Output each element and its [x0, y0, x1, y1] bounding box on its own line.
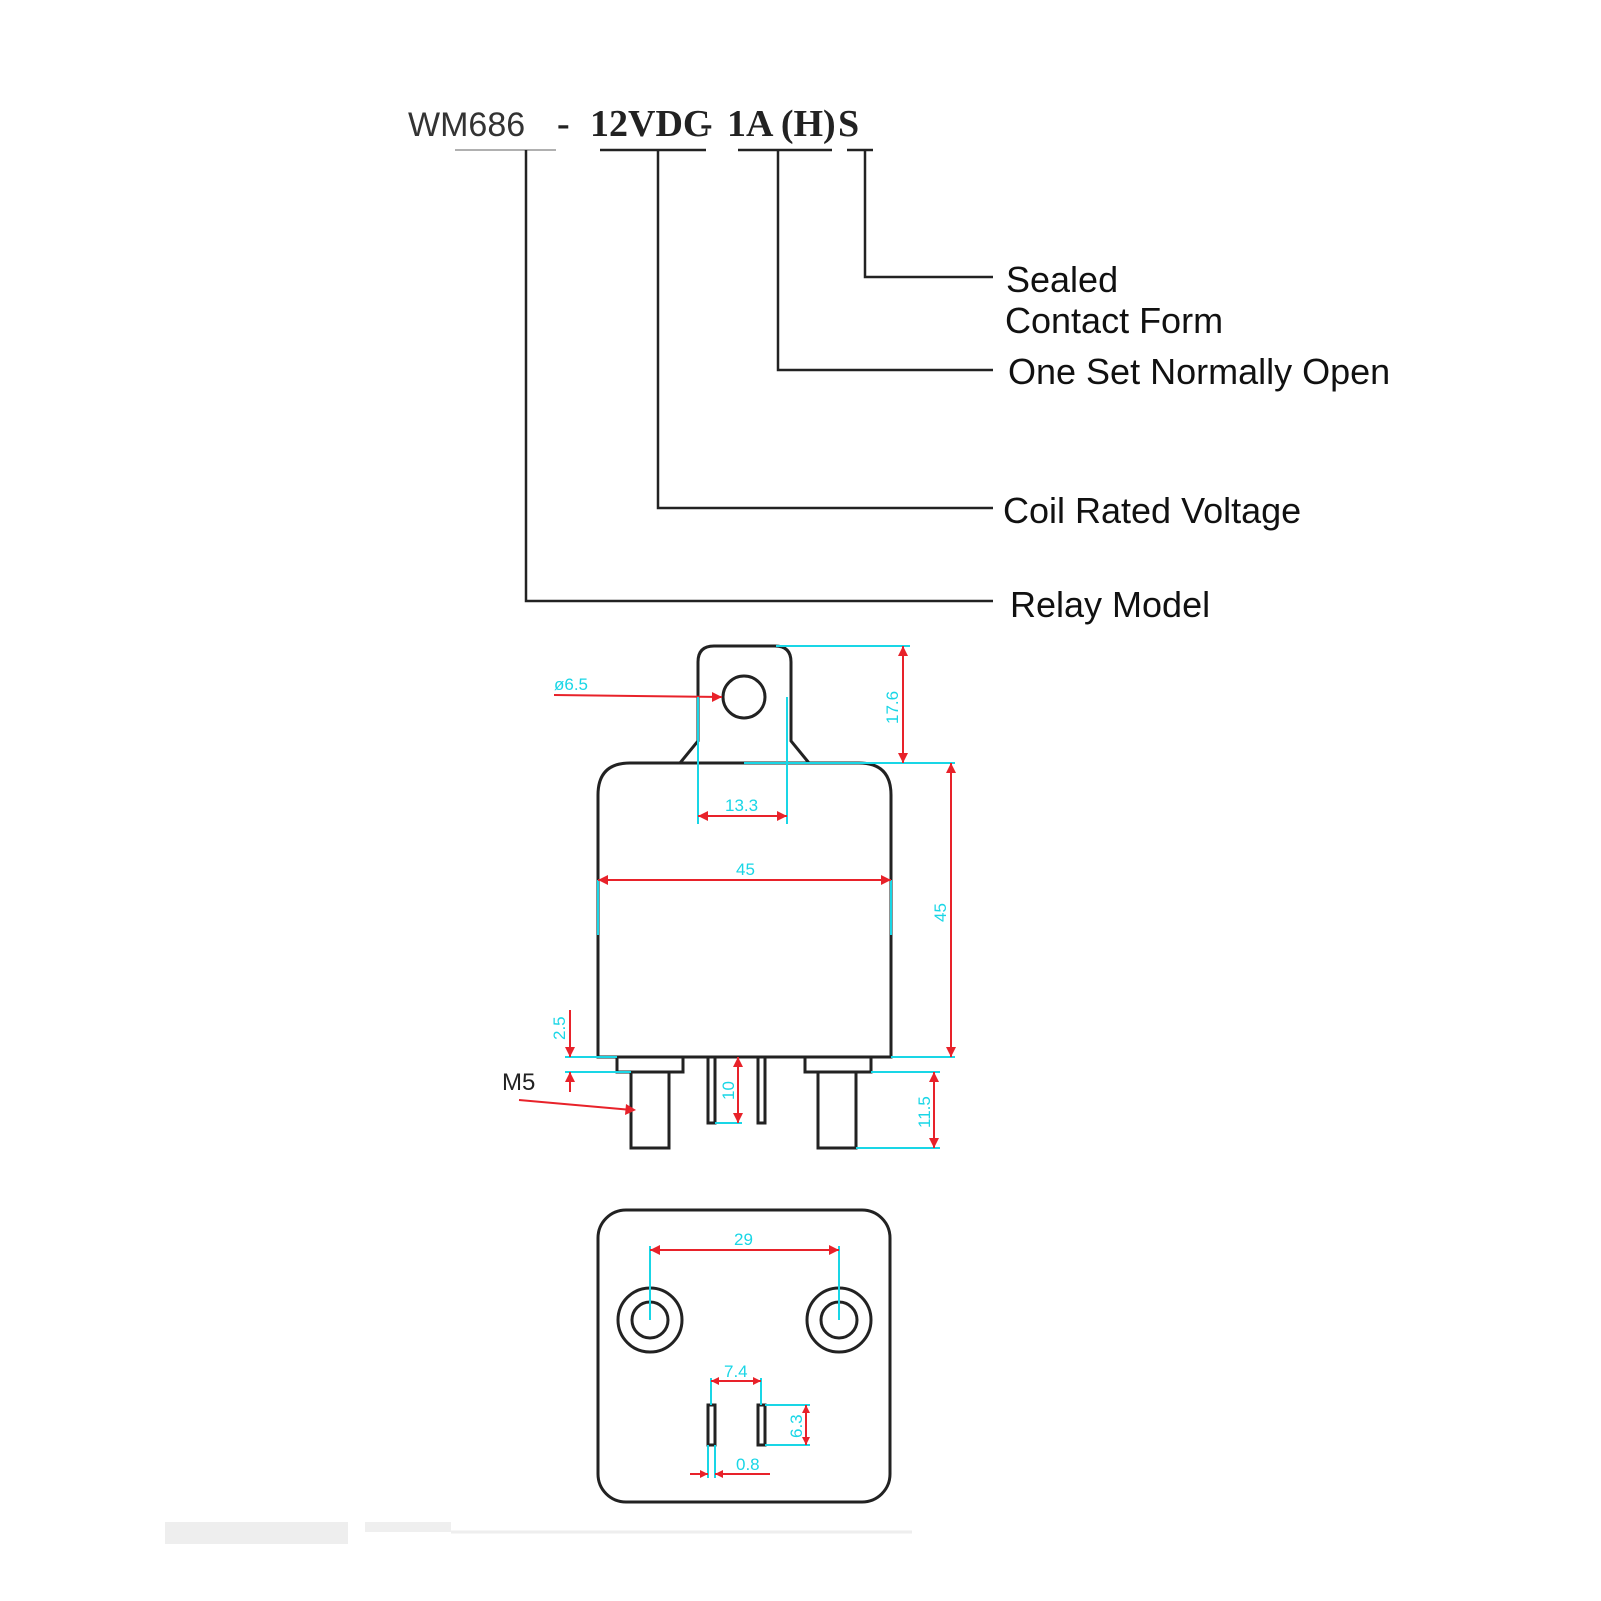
code-sealed: S — [838, 103, 859, 145]
dim-m5-arrow — [625, 1104, 636, 1115]
stud-left-base — [615, 1055, 685, 1074]
dim-stud-length: 11.5 — [915, 1096, 934, 1128]
dim-height-arrow-top — [946, 763, 956, 773]
label-coil-voltage: Coil Rated Voltage — [1003, 490, 1301, 531]
dim-pin-thick-arrow-left — [700, 1470, 708, 1478]
code-contact: 1A (H) — [727, 103, 836, 145]
stud-right-base — [803, 1055, 873, 1074]
side-view: ø6.5 17.6 13.3 45 45 2.5 — [502, 644, 956, 1150]
dim-gap-arrow-bottom — [565, 1072, 575, 1082]
dim-stud-pitch: 29 — [734, 1230, 753, 1249]
dim-hole-spacing-arrow-right — [777, 811, 787, 821]
dim-tab-height-arrow-top — [898, 646, 908, 656]
code-voltage: 12VDC — [590, 103, 710, 145]
dim-pin-length: 10 — [719, 1081, 738, 1100]
base-outline — [596, 1208, 892, 1504]
coil-pin-left — [706, 1055, 717, 1125]
dim-pin-width-arrow-bottom — [802, 1437, 810, 1445]
leader-coil-voltage — [656, 150, 993, 510]
slot-right — [756, 1403, 767, 1447]
dim-tab-height: 17.6 — [883, 691, 902, 724]
dim-height: 45 — [931, 903, 950, 922]
dim-pin-pitch-arrow-right — [753, 1377, 761, 1385]
scan-artifact-1 — [165, 1522, 348, 1544]
dim-pin-pitch: 7.4 — [724, 1362, 748, 1381]
label-m5: M5 — [502, 1069, 535, 1096]
dim-gap: 2.5 — [550, 1016, 569, 1040]
dim-pin-length-arrow-top — [733, 1057, 743, 1067]
dim-stud-pitch-arrow-right — [829, 1245, 839, 1255]
dim-hole-dia: ø6.5 — [554, 675, 588, 694]
dim-hole-spacing: 13.3 — [725, 796, 758, 815]
dim-pin-width-arrow-top — [802, 1405, 810, 1413]
dim-pin-thickness: 0.8 — [736, 1455, 760, 1474]
stud-right — [816, 1070, 858, 1150]
code-separator-1: - — [557, 103, 570, 145]
label-sealed: Sealed — [1006, 259, 1118, 300]
dim-hole-dia-line — [553, 694, 723, 698]
dim-pin-pitch-arrow-left — [711, 1377, 719, 1385]
dim-pin-thick-arrow-right — [715, 1470, 723, 1478]
leader-sealed — [863, 150, 993, 279]
dim-hole-spacing-arrow-left — [698, 811, 708, 821]
mounting-tab — [678, 644, 811, 764]
dim-width-arrow-right — [881, 875, 891, 885]
dim-tab-height-arrow-bottom — [898, 753, 908, 763]
dim-m5-leader — [518, 1099, 633, 1111]
coil-pin-right — [756, 1055, 767, 1125]
dim-pin-width: 6.3 — [787, 1414, 806, 1438]
dim-pin-length-arrow-bottom — [733, 1113, 743, 1123]
dim-width-arrow-left — [598, 875, 608, 885]
scan-artifact-2 — [365, 1522, 451, 1532]
dim-gap-arrow-top — [565, 1047, 575, 1057]
code-model: WM686 — [408, 106, 525, 144]
dim-hole-dia-arrow — [712, 692, 722, 702]
leader-contact-form — [776, 150, 993, 372]
dim-stud-length-arrow-top — [929, 1072, 939, 1082]
dim-stud-length-arrow-bottom — [929, 1138, 939, 1148]
bottom-view: 29 7.4 6.3 0.8 — [596, 1208, 892, 1504]
mounting-hole — [721, 674, 767, 720]
label-relay-model: Relay Model — [1010, 584, 1210, 625]
label-contact-form: Contact Form — [1005, 300, 1223, 341]
code-separator-2: - — [700, 103, 713, 145]
label-normally-open: One Set Normally Open — [1008, 351, 1390, 392]
dim-width: 45 — [736, 860, 755, 879]
slot-left — [706, 1403, 717, 1447]
leader-relay-model — [524, 150, 993, 603]
stud-left — [629, 1070, 671, 1150]
dim-stud-pitch-arrow-left — [650, 1245, 660, 1255]
dim-height-arrow-bottom — [946, 1047, 956, 1057]
